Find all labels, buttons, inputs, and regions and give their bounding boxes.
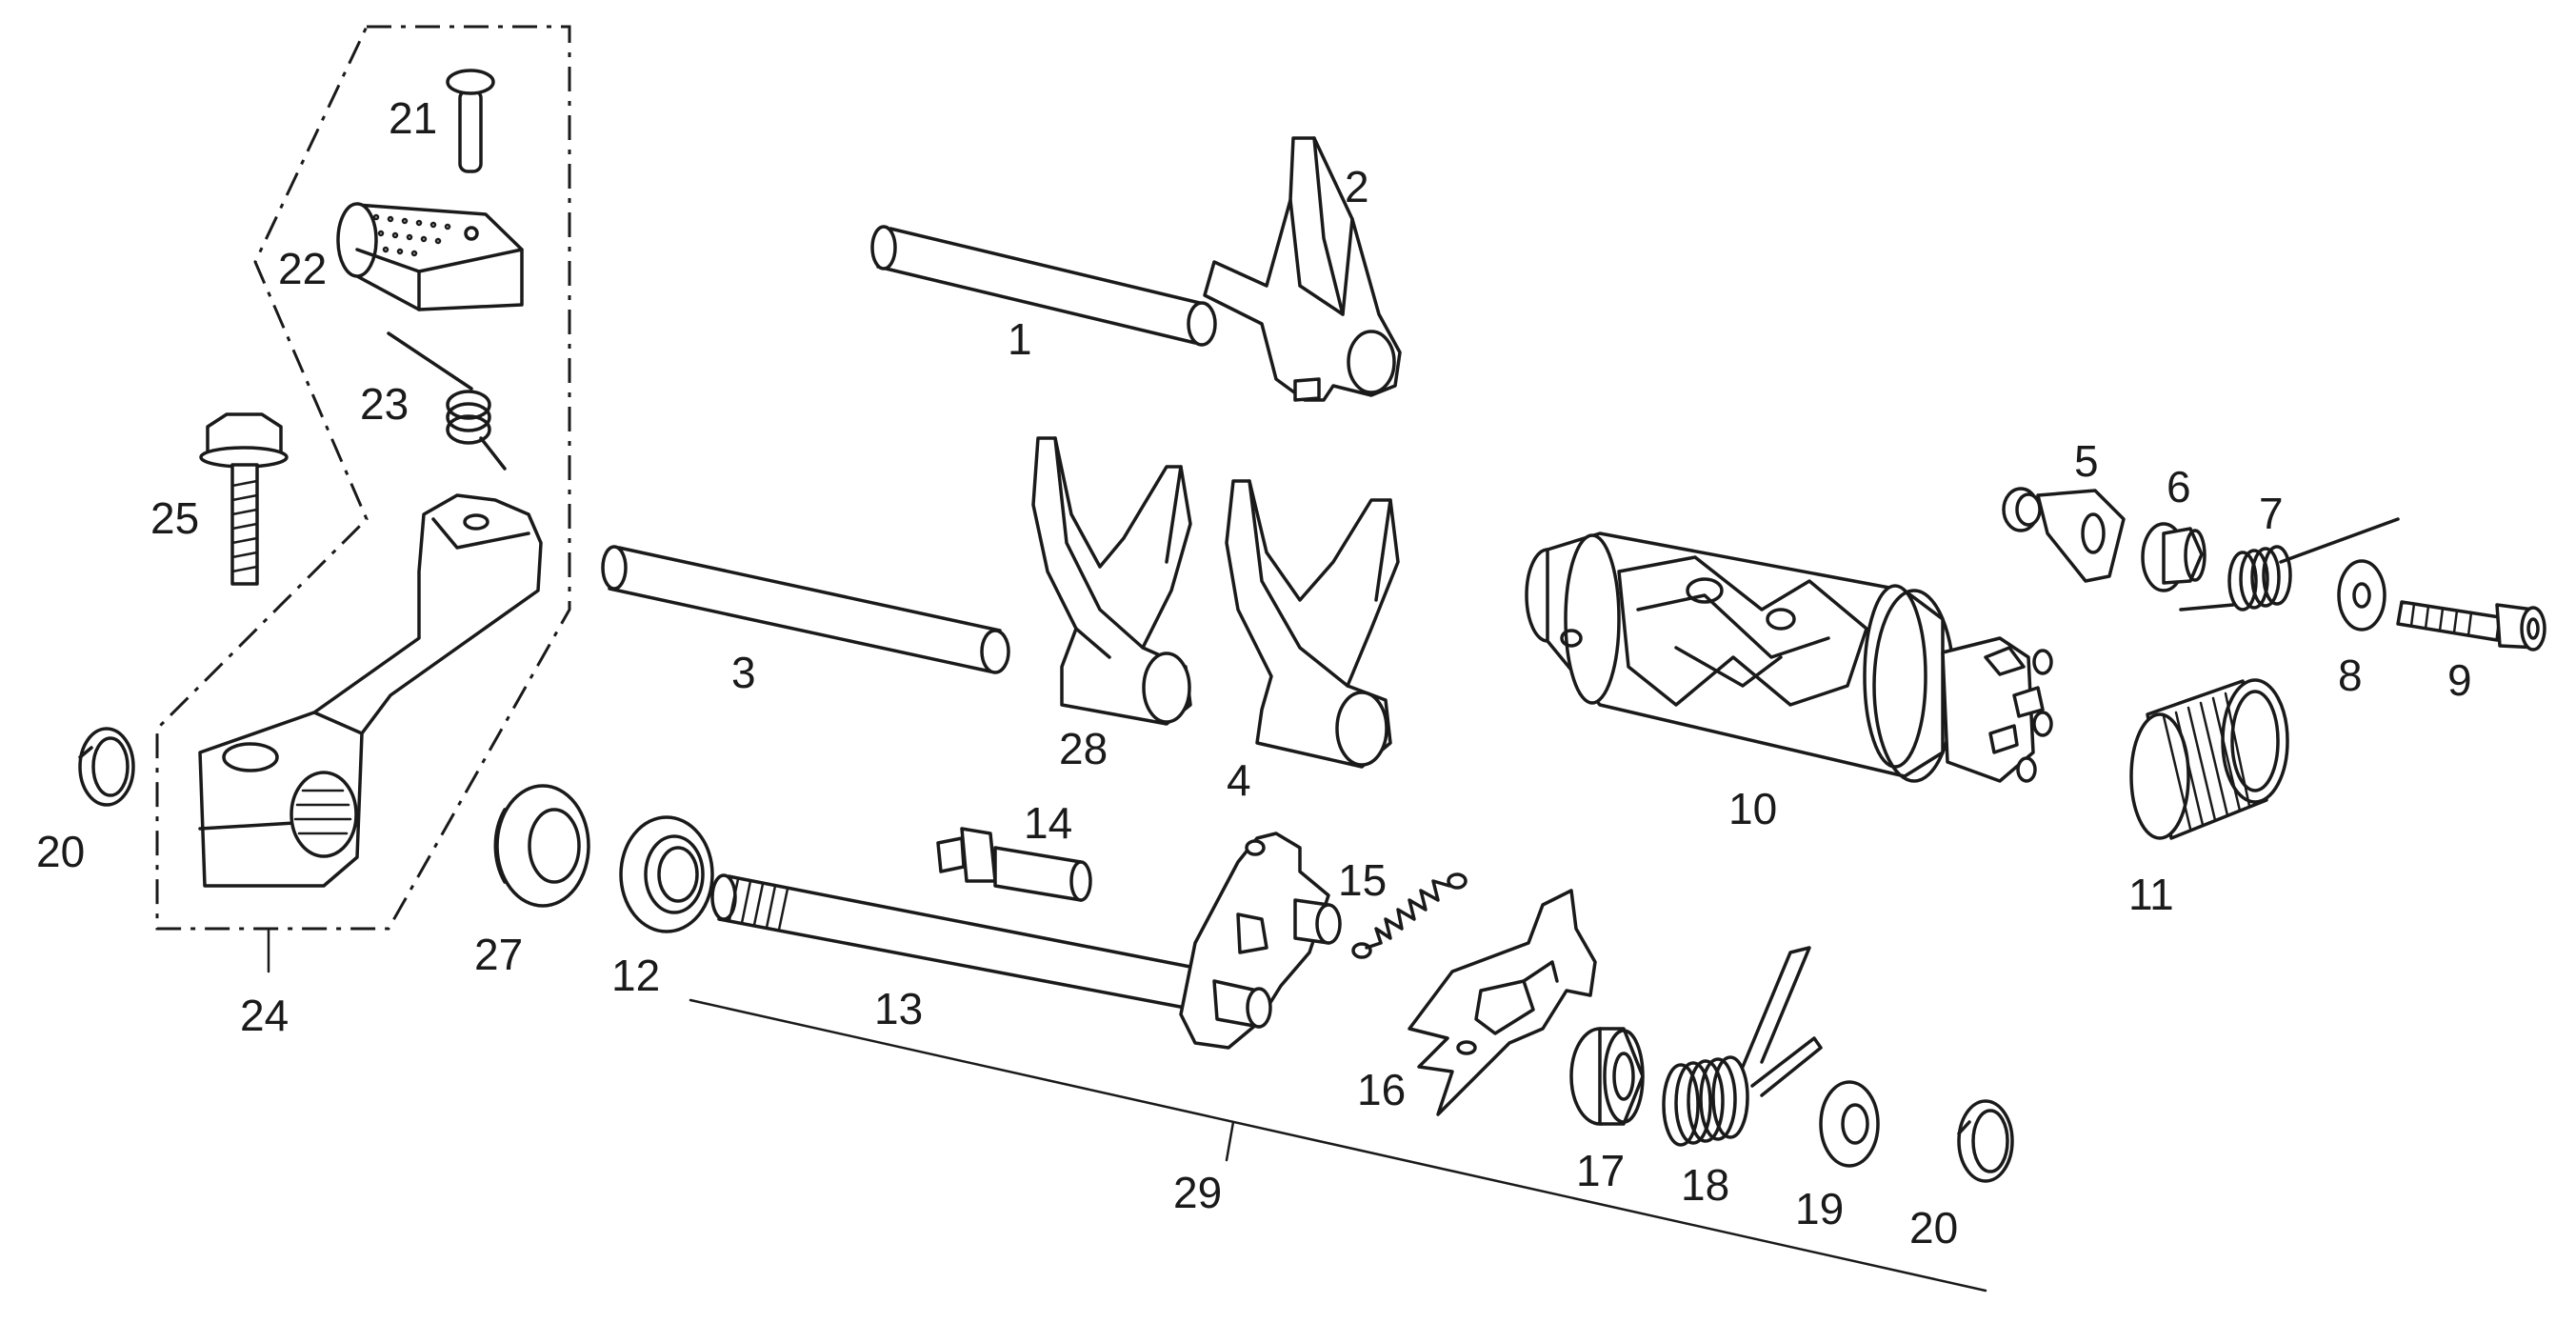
part-8-washer: [2337, 559, 2386, 631]
label-part-29: 29: [1173, 1168, 1222, 1217]
label-part-23: 23: [360, 379, 409, 429]
label-part-7: 7: [2259, 489, 2284, 538]
part-19-washer: [1819, 1080, 1880, 1168]
label-part-5: 5: [2074, 436, 2099, 486]
part-5-plate: [2002, 487, 2126, 583]
label-part-25: 25: [150, 493, 199, 543]
part-4-shift-fork: [1225, 479, 1400, 769]
label-part-17: 17: [1576, 1146, 1625, 1195]
label-part-21: 21: [389, 93, 437, 143]
label-part-15: 15: [1338, 855, 1387, 905]
label-part-2: 2: [1345, 162, 1369, 211]
part-2-shift-fork-upper: [1203, 136, 1402, 402]
part-20-circlip-right: [1957, 1099, 2014, 1183]
label-part-1: 1: [1008, 314, 1032, 364]
label-part-14: 14: [1024, 798, 1072, 848]
part-labels: 1 2 3 4 5 6 7 8 9 10 11 12 13 14 15 16 1…: [36, 93, 2472, 1253]
label-part-24: 24: [240, 991, 289, 1040]
part-27-oil-seal: [493, 784, 590, 908]
part-11-needle-bearing: [2129, 678, 2289, 840]
part-23-spring: [387, 331, 507, 471]
part-1-shaft: [870, 225, 1217, 347]
assembly-29-leader-tick: [1225, 1120, 1235, 1162]
label-part-10: 10: [1728, 784, 1777, 833]
label-part-6: 6: [2167, 462, 2191, 511]
label-part-9: 9: [2447, 655, 2472, 705]
label-part-27: 27: [474, 930, 523, 979]
label-part-20-left: 20: [36, 827, 85, 876]
label-part-19: 19: [1795, 1184, 1844, 1233]
label-part-16: 16: [1357, 1065, 1406, 1114]
part-14-stud: [936, 827, 1092, 902]
part-13-selector-shaft: [710, 832, 1342, 1050]
label-part-20-right: 20: [1909, 1203, 1958, 1253]
part-28-shift-fork: [1031, 436, 1192, 726]
label-part-13: 13: [874, 984, 923, 1033]
part-9-screw: [2396, 600, 2546, 651]
part-25-bolt: [199, 412, 289, 586]
part-12-bearing: [619, 815, 714, 933]
part-24-pedal-lever: [198, 493, 543, 888]
label-part-18: 18: [1681, 1160, 1729, 1210]
part-20-circlip-left: [78, 727, 135, 807]
label-part-22: 22: [278, 244, 327, 293]
part-16-shift-plate: [1408, 889, 1597, 1116]
label-part-8: 8: [2338, 651, 2363, 700]
part-15-tension-spring: [1351, 872, 1468, 959]
part-17-bushing: [1569, 1027, 1645, 1126]
part-6-bushing: [2141, 522, 2207, 592]
label-part-4: 4: [1227, 755, 1251, 805]
label-part-3: 3: [731, 648, 756, 697]
part-10-shift-drum: [1525, 531, 2053, 783]
assembly-29-leader-line: [689, 998, 1987, 1293]
label-part-12: 12: [611, 951, 660, 1000]
part-7-torsion-spring: [2179, 517, 2400, 611]
pedal-group-dashed-outline: [155, 25, 571, 931]
part-3-shaft: [601, 545, 1010, 674]
part-18-return-spring: [1662, 946, 1823, 1147]
label-part-11: 11: [2128, 870, 2174, 919]
part-22-pedal-tip: [336, 202, 524, 311]
part-21-pin: [446, 69, 495, 173]
label-part-28: 28: [1059, 724, 1108, 773]
